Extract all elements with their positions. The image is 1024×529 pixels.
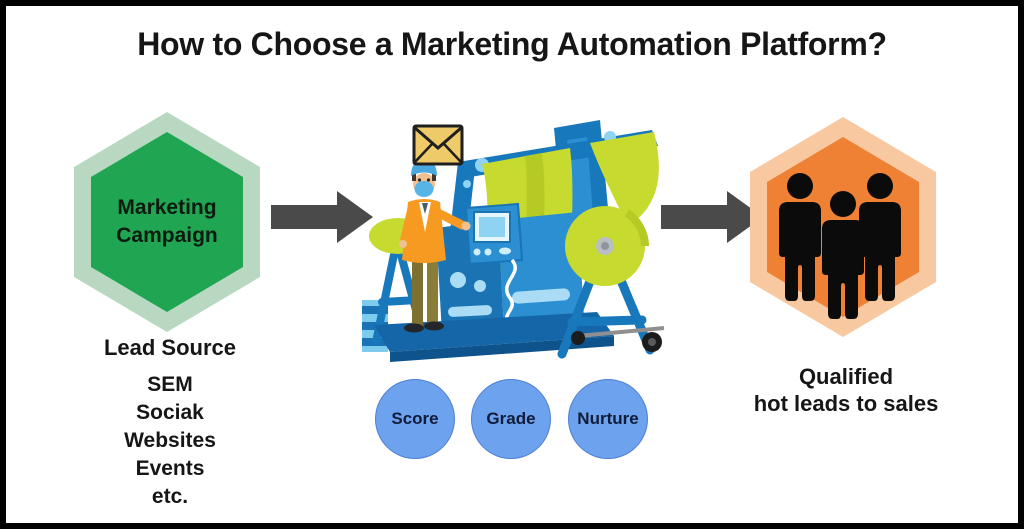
lead-source-item: Events <box>135 457 205 480</box>
page-title: How to Choose a Marketing Automation Pla… <box>137 26 887 62</box>
step-label: Grade <box>486 409 536 428</box>
step-circle-score: Score <box>375 379 455 459</box>
person-icon <box>779 173 821 301</box>
fabric-roll-stand <box>557 206 665 359</box>
marketing-campaign-hexagon: Marketing Campaign <box>74 112 260 332</box>
qualified-line-1: Qualified <box>798 364 894 389</box>
qualified-leads-hexagon <box>750 117 936 337</box>
step-circle-grade: Grade <box>471 379 551 459</box>
person-icon <box>822 191 864 319</box>
lead-source-item: SEM <box>147 373 193 396</box>
lead-source-item: Sociak <box>136 401 204 424</box>
lead-source-item: etc. <box>151 485 189 508</box>
arrow-head-icon <box>337 191 373 243</box>
step-circle-nurture: Nurture <box>568 379 648 459</box>
lead-source-block: Lead Source SEM Sociak Websites Events e… <box>54 335 286 511</box>
control-panel <box>464 202 524 324</box>
person-icon <box>859 173 901 301</box>
qualified-line-2: hot leads to sales <box>753 391 939 416</box>
flow-arrow-left <box>271 191 373 243</box>
marketing-campaign-label: Marketing Campaign <box>116 195 218 247</box>
envelope-icon <box>412 124 464 166</box>
automation-machine-illustration <box>362 120 665 362</box>
people-group-icon <box>779 173 901 319</box>
arrow-shaft <box>271 205 339 229</box>
step-label: Nurture <box>577 409 639 428</box>
fabric-sweep <box>590 132 659 226</box>
flow-arrow-right <box>661 191 763 243</box>
arrow-shaft <box>661 205 729 229</box>
step-label: Score <box>391 409 439 428</box>
qualified-leads-caption: Qualified hot leads to sales <box>736 363 956 417</box>
lead-source-item: Websites <box>124 429 216 452</box>
lead-source-title: Lead Source <box>103 335 237 360</box>
machine-operator <box>399 160 471 333</box>
